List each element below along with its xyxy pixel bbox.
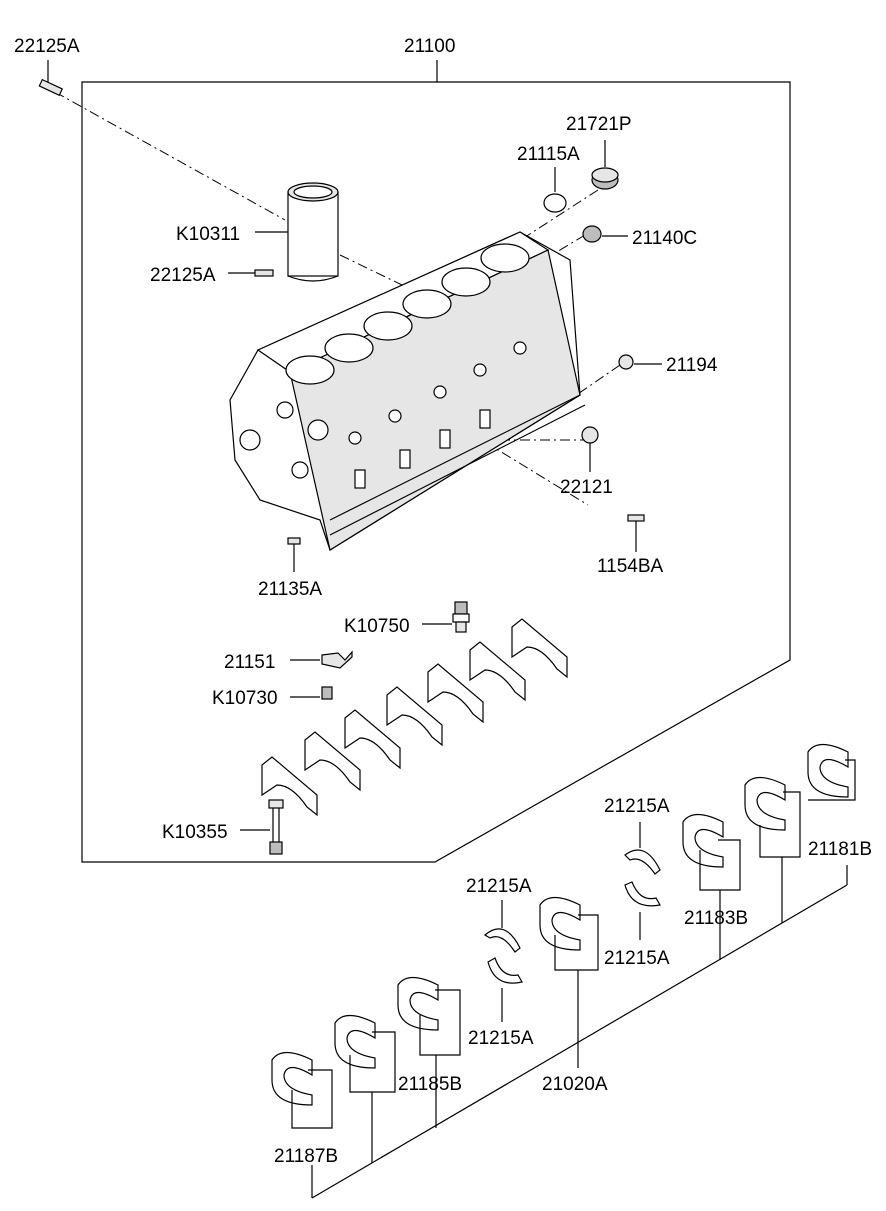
bearing-shells-icon[interactable] [271, 743, 849, 1106]
label-21135a: 21135A [258, 579, 322, 600]
label-k10730: K10730 [212, 688, 278, 709]
label-21185b: 21185B [398, 1074, 462, 1095]
bolt-k10730-icon[interactable] [321, 686, 333, 700]
plug-22121-icon[interactable] [581, 426, 599, 444]
stud-22125a-mid-icon[interactable] [254, 269, 274, 277]
label-22121: 22121 [560, 477, 613, 498]
assembly-frame [81, 81, 791, 863]
shell-leaders [291, 759, 856, 1199]
label-21215a-2: 21215A [466, 876, 532, 897]
label-k10750: K10750 [344, 616, 410, 637]
label-21183b: 21183B [684, 908, 748, 929]
label-21100: 21100 [404, 36, 455, 57]
pin-21135a-icon[interactable] [287, 537, 301, 545]
label-21115a: 21115A [517, 144, 580, 165]
label-k10311: K10311 [176, 224, 240, 245]
label-21215a-3: 21215A [604, 948, 670, 969]
label-22125a-top: 22125A [14, 36, 80, 57]
label-21187b: 21187B [274, 1146, 338, 1167]
cylinder-block-icon[interactable] [229, 231, 586, 551]
label-21721p: 21721P [566, 114, 632, 135]
label-21215a-1: 21215A [604, 796, 670, 817]
label-k10355: K10355 [162, 822, 228, 843]
plug-21115a-icon[interactable] [543, 193, 567, 213]
label-21151: 21151 [224, 652, 275, 673]
plug-21721p-icon[interactable] [591, 167, 619, 190]
label-21140c: 21140C [632, 228, 697, 249]
cylinder-liner-icon[interactable] [287, 182, 339, 282]
label-1154ba: 1154BA [597, 556, 664, 577]
label-21181b: 21181B [808, 839, 872, 860]
bolt-1154ba-icon[interactable] [627, 514, 645, 522]
oil-pressure-sensor-icon[interactable] [452, 601, 470, 633]
label-21215a-4: 21215A [468, 1028, 534, 1049]
label-22125a-mid: 22125A [150, 265, 216, 286]
cap-bolt-k10355-icon[interactable] [268, 799, 284, 855]
stud-22125a-top-icon[interactable] [38, 60, 64, 97]
bracket-21151-icon[interactable] [321, 650, 353, 669]
label-21194: 21194 [666, 355, 718, 376]
plug-21194-icon[interactable] [618, 354, 634, 370]
bearing-caps-icon[interactable] [261, 618, 568, 817]
label-21020a: 21020A [542, 1074, 608, 1095]
thrust-washers-icon[interactable] [483, 849, 661, 984]
plug-21140c-icon[interactable] [582, 225, 602, 243]
